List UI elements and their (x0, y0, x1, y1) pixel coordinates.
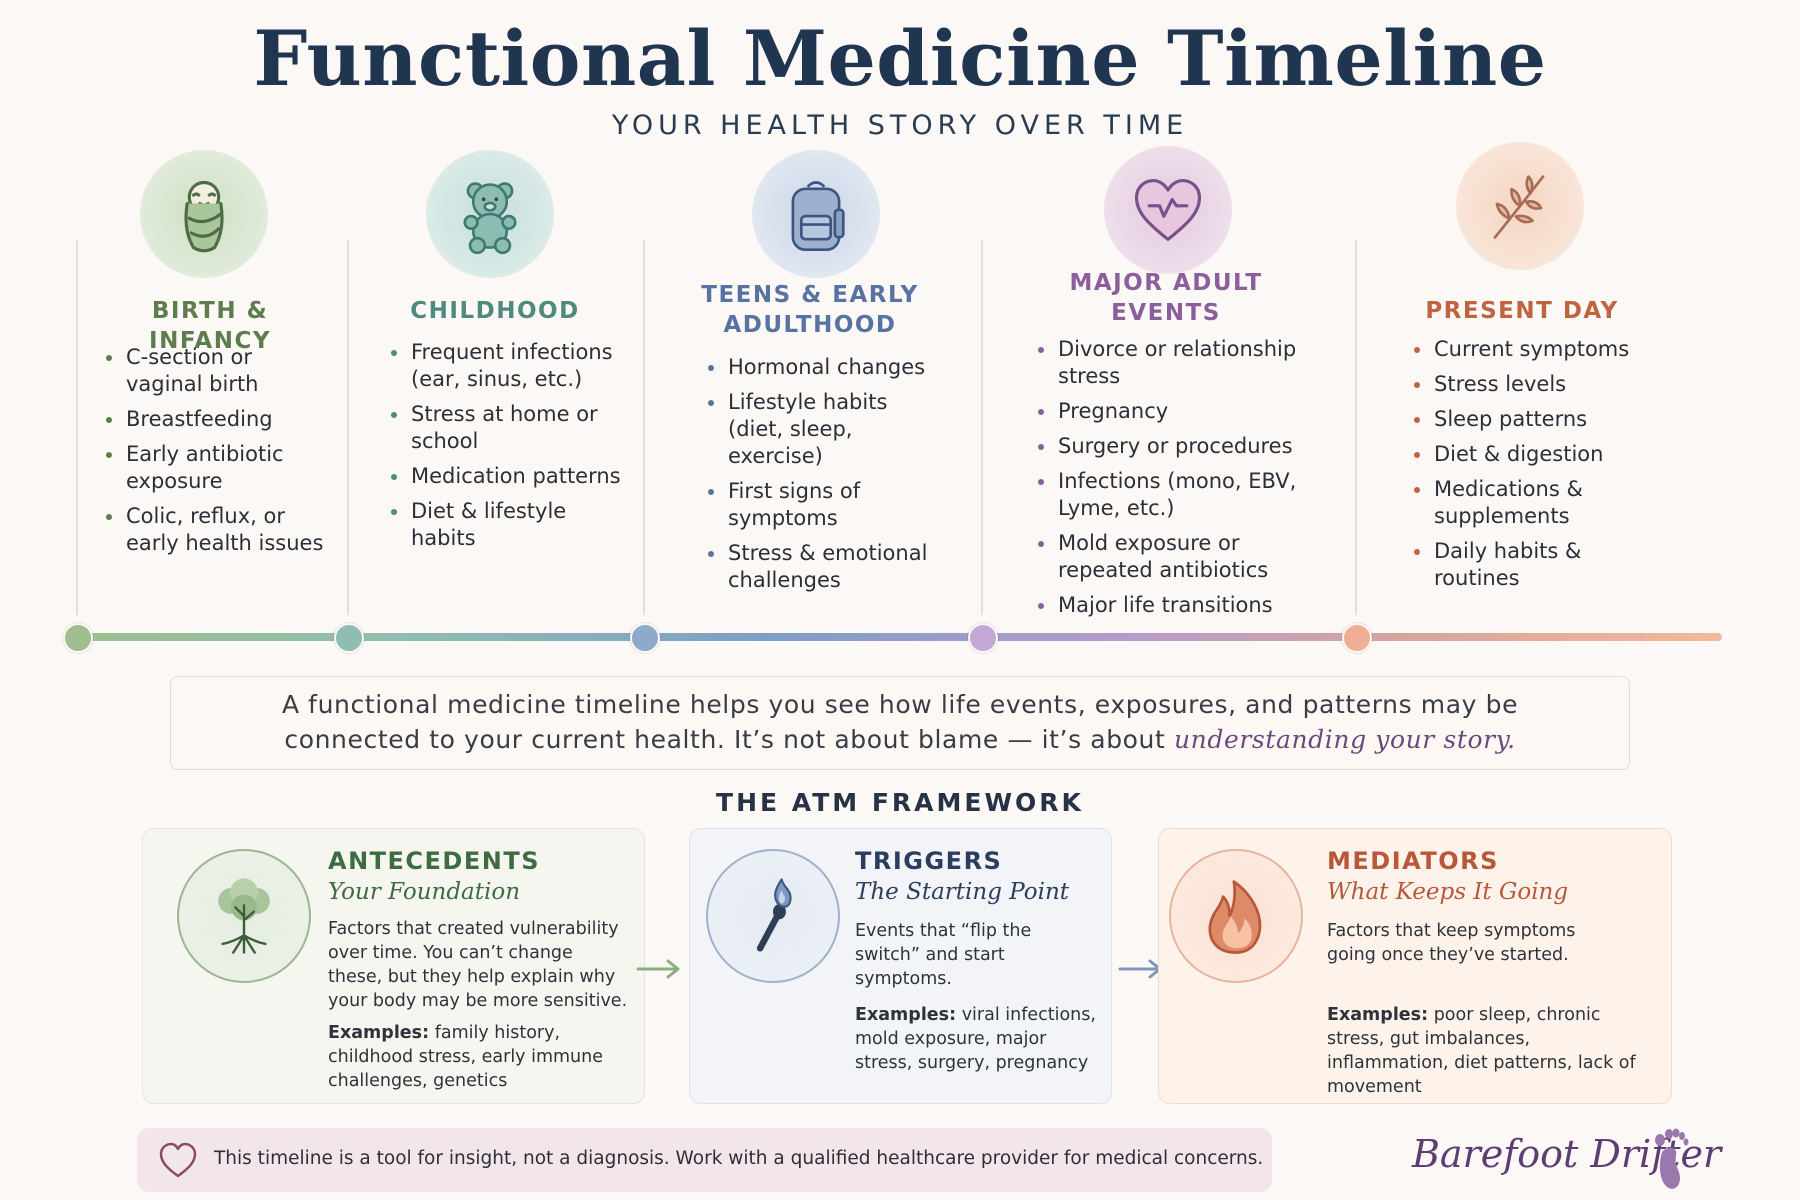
arrow-right-icon (636, 959, 680, 979)
lit-match-icon (706, 849, 840, 983)
stage-title-childhood: CHILDHOOD (410, 298, 580, 324)
atm-subtitle-antecedents: Your Foundation (328, 879, 521, 905)
list-item: Medication patterns (389, 463, 629, 490)
list-item: Stress & emotional challenges (706, 540, 946, 594)
quote-line-1: A functional medicine timeline helps you… (281, 690, 1519, 719)
examples-text: poor sleep, chronic stress, gut imbalanc… (1327, 1005, 1636, 1097)
atm-examples-triggers: Examples: viral infections, mold exposur… (855, 1003, 1100, 1075)
atm-description-triggers: Events that “flip the switch” and start … (855, 921, 1032, 989)
timeline-node-major-adult-events (968, 623, 998, 653)
atm-description-antecedents: Factors that created vulnerability over … (328, 919, 628, 1011)
examples-label: Examples: (1327, 1005, 1429, 1025)
stage-list-birth-infancy: C-section or vaginal birth Breastfeeding… (104, 344, 334, 565)
list-item: Daily habits & routines (1412, 538, 1662, 592)
list-item: Colic, reflux, or early health issues (104, 503, 334, 557)
quote-line-2-text: connected to your current health. It’s n… (284, 725, 1174, 754)
stage-title-present-day: PRESENT DAY (1425, 298, 1619, 324)
divider-line (1355, 240, 1357, 615)
list-item: First signs of symptoms (706, 478, 946, 532)
atm-examples-antecedents: Examples: family history, childhood stre… (328, 1021, 628, 1093)
stage-list-present-day: Current symptoms Stress levels Sleep pat… (1412, 336, 1662, 600)
timeline-node-present-day (1342, 623, 1372, 653)
list-item: Sleep patterns (1412, 406, 1662, 433)
timeline-node-birth-infancy (63, 623, 93, 653)
list-item: Mold exposure or repeated antibiotics (1036, 530, 1306, 584)
list-item: Stress levels (1412, 371, 1662, 398)
stage-title-text: TEENS & EARLY ADULTHOOD (701, 282, 919, 338)
atm-card-antecedents: ANTECEDENTS Your Foundation Factors that… (142, 828, 645, 1104)
atm-heading: THE ATM FRAMEWORK (716, 788, 1084, 817)
backpack-icon (752, 150, 880, 278)
swaddled-baby-icon (140, 150, 268, 278)
list-item: Pregnancy (1036, 398, 1306, 425)
divider-line (76, 240, 78, 615)
list-item: Medications & supplements (1412, 476, 1662, 530)
atm-description-mediators: Factors that keep symptoms going once th… (1327, 921, 1576, 965)
list-item: Breastfeeding (104, 406, 334, 433)
timeline-node-childhood (334, 623, 364, 653)
leaf-sprig-icon (1456, 142, 1584, 270)
atm-card-mediators: MEDIATORS What Keeps It Going Factors th… (1158, 828, 1672, 1104)
divider-line (981, 240, 983, 615)
atm-subtitle-triggers: The Starting Point (855, 879, 1070, 905)
teddy-bear-icon (426, 150, 554, 278)
page-subtitle: YOUR HEALTH STORY OVER TIME (611, 110, 1189, 141)
stage-list-childhood: Frequent infections (ear, sinus, etc.) S… (389, 339, 629, 560)
list-item: Major life transitions (1036, 592, 1306, 619)
list-item: Surgery or procedures (1036, 433, 1306, 460)
tree-with-roots-icon (177, 849, 311, 983)
disclaimer-banner: This timeline is a tool for insight, not… (137, 1128, 1272, 1192)
examples-label: Examples: (328, 1023, 430, 1043)
atm-title-triggers: TRIGGERS (855, 847, 1003, 875)
atm-examples-mediators: Examples: poor sleep, chronic stress, gu… (1327, 1003, 1657, 1099)
list-item: Hormonal changes (706, 354, 946, 381)
flame-icon (1169, 849, 1303, 983)
atm-card-triggers: TRIGGERS The Starting Point Events that … (689, 828, 1112, 1104)
list-item: Frequent infections (ear, sinus, etc.) (389, 339, 629, 393)
list-item: Lifestyle habits (diet, sleep, exercise) (706, 389, 946, 470)
disclaimer-text: This timeline is a tool for insight, not… (214, 1148, 1264, 1169)
list-item: Diet & lifestyle habits (389, 498, 629, 552)
page-title: Functional Medicine Timeline (253, 14, 1547, 103)
footprint-icon (1655, 1128, 1689, 1189)
atm-title-mediators: MEDIATORS (1327, 847, 1499, 875)
timeline-node-teens-early-adulthood (630, 623, 660, 653)
stage-title-teens-early-adulthood: TEENS & EARLY ADULTHOOD (690, 280, 930, 340)
heart-outline-icon (159, 1142, 197, 1178)
atm-subtitle-mediators: What Keeps It Going (1327, 879, 1569, 905)
quote-box: A functional medicine timeline helps you… (170, 676, 1630, 770)
examples-text: family history, childhood stress, early … (328, 1023, 604, 1091)
quote-line-2: connected to your current health. It’s n… (171, 722, 1629, 757)
list-item: Divorce or relationship stress (1036, 336, 1306, 390)
stage-title-major-adult-events: MAJOR ADULT EVENTS (1046, 268, 1286, 328)
heart-icon (1104, 146, 1232, 274)
atm-title-antecedents: ANTECEDENTS (328, 847, 540, 875)
list-item: Stress at home or school (389, 401, 629, 455)
stage-title-text: MAJOR ADULT EVENTS (1069, 270, 1263, 326)
timeline-bar (76, 633, 1722, 641)
stage-list-major-adult-events: Divorce or relationship stress Pregnancy… (1036, 336, 1306, 627)
list-item: Early antibiotic exposure (104, 441, 334, 495)
list-item: Diet & digestion (1412, 441, 1662, 468)
examples-text: viral infections, mold exposure, major s… (855, 1005, 1096, 1073)
list-item: Current symptoms (1412, 336, 1662, 363)
examples-label: Examples: (855, 1005, 957, 1025)
divider-line (347, 240, 349, 615)
stage-title-birth-infancy: BIRTH & INFANCY (149, 298, 271, 354)
list-item: C-section or vaginal birth (104, 344, 334, 398)
divider-line (643, 240, 645, 615)
stage-list-teens-early-adulthood: Hormonal changes Lifestyle habits (diet,… (706, 354, 946, 602)
quote-emphasis: understanding your story. (1173, 725, 1516, 754)
list-item: Infections (mono, EBV, Lyme, etc.) (1036, 468, 1306, 522)
